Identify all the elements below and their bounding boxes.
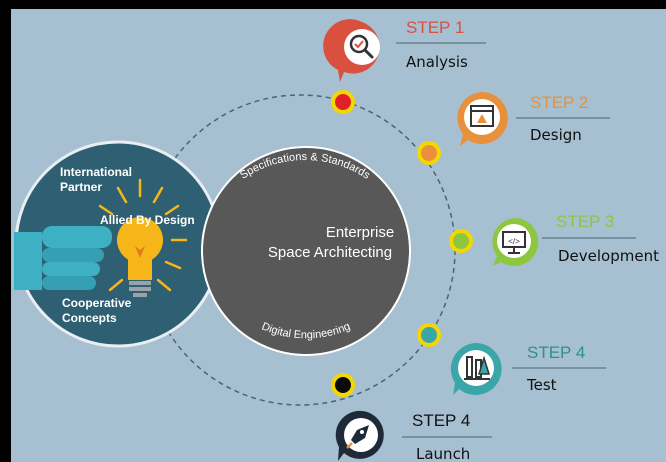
hub-circle: Specifications & Standards Digital Engin… [201,146,411,356]
logo-text-allied: Allied By Design [100,213,195,227]
step-2: STEP 2 Design [457,92,610,146]
logo-text-cooperative: Cooperative [62,296,132,310]
lightbulb-icon [117,217,163,297]
step-1: STEP 1 Analysis [323,18,486,83]
bulb-rays [98,178,188,292]
orbit-dot-step1 [335,94,351,110]
step-2-name: Design [530,126,582,144]
step-4-name: Test [526,376,557,394]
code-monitor-icon: </> [502,231,526,254]
orbit-dot-launch [335,377,351,393]
hand-icon [14,226,112,290]
logo-text-concepts: Concepts [62,311,117,325]
rocket-icon [346,425,369,449]
magnifier-check-icon [349,34,374,59]
lab-test-icon [464,355,491,380]
design-tools-icon [470,105,494,127]
step-launch: STEP 4 Launch [335,410,492,462]
orbit-dot-step2 [421,145,437,161]
step-launch-label: STEP 4 [412,411,470,430]
orbit-dots [331,90,473,397]
step-4-label: STEP 4 [527,343,585,362]
svg-text:</>: </> [508,237,520,246]
step-3: </> STEP 3 Development [492,212,659,266]
step-launch-name: Launch [416,445,470,462]
step-2-label: STEP 2 [530,93,588,112]
allied-by-design-logo: International Partner Allied By Design C… [14,140,222,348]
orbit-dot-step3 [453,233,469,249]
orbit-dot-step4 [421,327,437,343]
step-1-label: STEP 1 [406,18,464,37]
step-1-name: Analysis [406,53,468,71]
logo-text-international: International [60,165,132,179]
step-3-label: STEP 3 [556,212,614,231]
logo-text-partner: Partner [60,180,102,194]
step-3-name: Development [558,247,659,265]
hub-title-line2: Space Architecting [268,244,392,261]
hub-title-line1: Enterprise [326,224,394,241]
step-4-test: STEP 4 Test [450,342,606,395]
